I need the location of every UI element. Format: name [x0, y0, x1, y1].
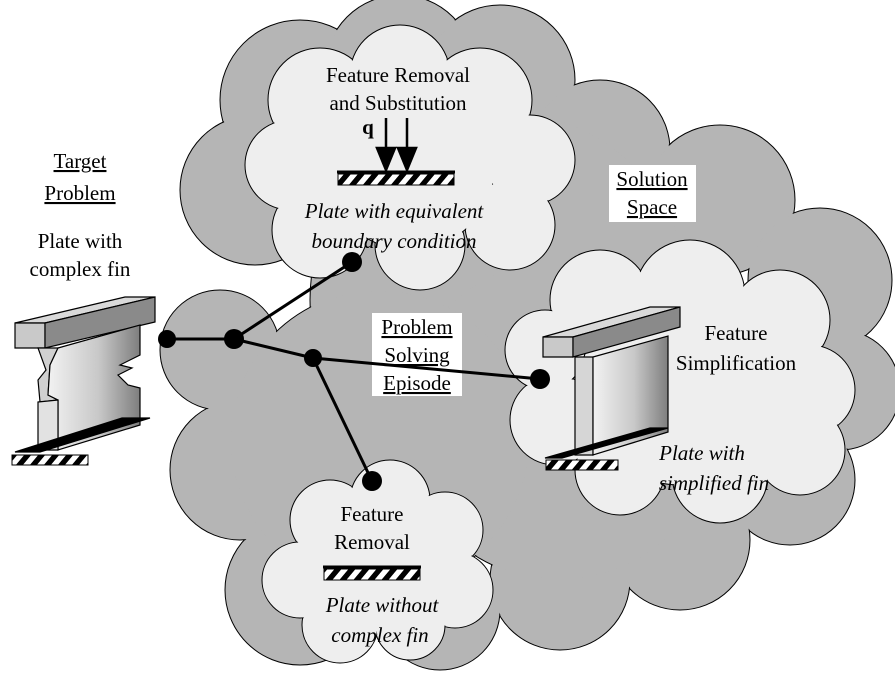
top-inner-cloud: [244, 24, 576, 291]
top-cloud-title-line2: and Substitution: [329, 91, 467, 115]
solution-space-line2: Space: [627, 195, 677, 219]
solution-space-line1: Solution: [616, 167, 688, 191]
target-desc-line2: complex fin: [30, 257, 131, 281]
node-branch-1: [224, 329, 244, 349]
simplified-fin-ground-hatch: [545, 459, 619, 471]
complex-fin-ground-hatch: [11, 454, 89, 466]
bottom-cloud-content: Feature Removal Plate without complex fi…: [323, 502, 439, 647]
episode-line1: Problem: [381, 315, 452, 339]
node-bottom: [362, 471, 382, 491]
solution-space-label: Solution Space: [609, 165, 696, 222]
top-cloud-content: Feature Removal and Substitution q Plate…: [304, 63, 485, 253]
episode-nodes: [158, 252, 550, 491]
bottom-cloud-title-line1: Feature: [341, 502, 404, 526]
episode-label: Problem Solving Episode: [372, 313, 462, 396]
bottom-cloud-caption-line1: Plate without: [325, 593, 440, 617]
bottom-cloud-title-line2: Removal: [334, 530, 410, 554]
episode-line3: Episode: [383, 371, 451, 395]
node-right: [530, 369, 550, 389]
episode-line2: Solving: [384, 343, 450, 367]
right-cloud-caption-line2: simplified fin: [659, 471, 769, 495]
load-symbol: q: [362, 115, 374, 139]
bare-plate-ground-hatch: [323, 568, 421, 581]
right-cloud-title-line2: Simplification: [676, 351, 797, 375]
episode-graph: [167, 260, 541, 482]
target-problem-text: Target Problem Plate with complex fin: [30, 149, 131, 281]
node-branch-2: [304, 349, 322, 367]
top-cloud-caption-line1: Plate with equivalent: [304, 199, 485, 223]
target-heading-line1: Target: [54, 149, 107, 173]
node-top: [342, 252, 362, 272]
simplified-fin-beam-icon: [542, 306, 681, 459]
target-desc-line1: Plate with: [38, 229, 123, 253]
node-target: [158, 330, 176, 348]
top-cloud-caption-line2: boundary condition: [311, 229, 476, 253]
bottom-cloud-caption-line2: complex fin: [331, 623, 428, 647]
right-cloud-content: Feature Simplification Plate with simpli…: [658, 321, 796, 495]
target-heading-line2: Problem: [44, 181, 115, 205]
top-cloud-title-line1: Feature Removal: [326, 63, 470, 87]
right-cloud-title-line1: Feature: [705, 321, 768, 345]
complex-fin-beam-icon: [14, 296, 156, 453]
plate-ground-hatch: [337, 173, 455, 186]
right-cloud-caption-line1: Plate with: [658, 441, 745, 465]
load-arrows-icon: [375, 118, 418, 174]
